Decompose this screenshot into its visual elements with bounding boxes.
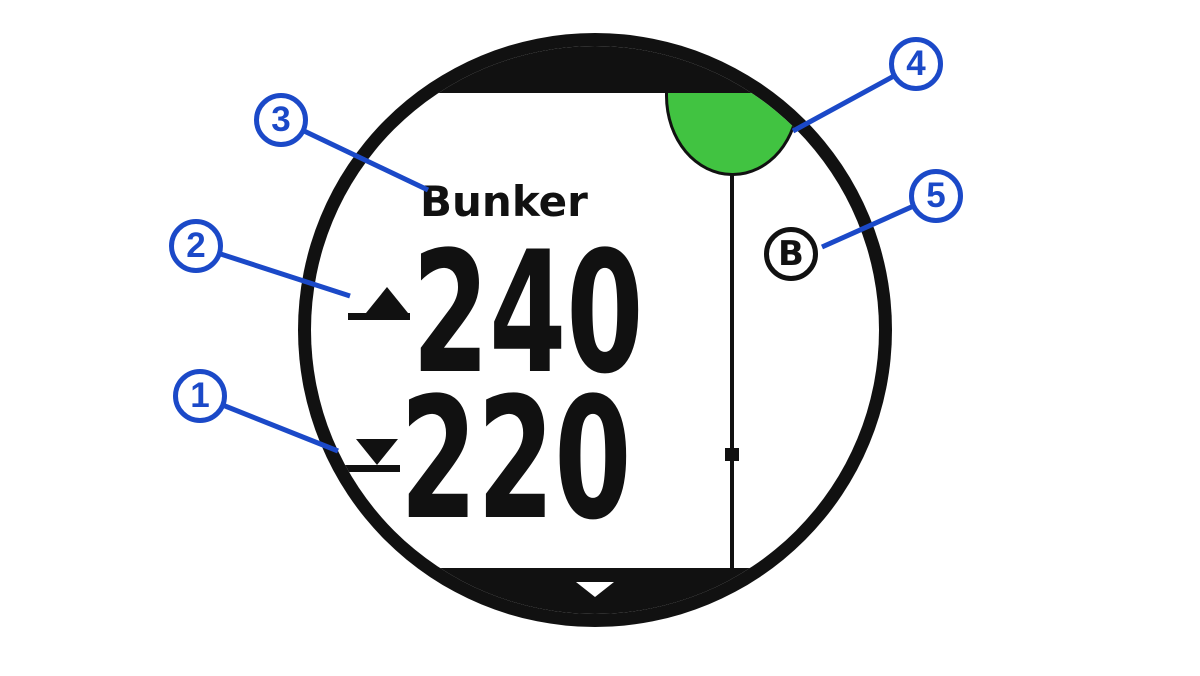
watch-screen: Bunker 240 220 B [311, 46, 879, 614]
baseline-bar [348, 313, 410, 320]
hazard-back-arrow-icon [348, 286, 410, 320]
hole-center-line [730, 174, 734, 568]
callout-1: 1 [173, 369, 227, 423]
callout-2: 2 [169, 219, 223, 273]
hazard-marker-letter: B [778, 234, 804, 274]
triangle-down-icon [356, 439, 398, 465]
leader-line-3 [279, 117, 430, 193]
hazard-front-distance: 220 [400, 361, 632, 557]
top-band [311, 46, 879, 93]
hazard-name-label: Bunker [420, 177, 588, 226]
layup-dot-icon [725, 448, 739, 461]
hazard-back-distance: 240 [412, 215, 644, 411]
triangle-up-icon [366, 287, 408, 313]
bottom-band [311, 568, 879, 614]
hazard-marker-badge: B [764, 227, 818, 281]
scroll-down-icon[interactable] [576, 582, 614, 597]
callout-5: 5 [909, 169, 963, 223]
callout-3: 3 [254, 93, 308, 147]
watch-bezel: Bunker 240 220 B [298, 33, 892, 627]
callout-4: 4 [889, 37, 943, 91]
baseline-bar [338, 465, 400, 472]
hazard-front-arrow-icon [338, 438, 400, 472]
